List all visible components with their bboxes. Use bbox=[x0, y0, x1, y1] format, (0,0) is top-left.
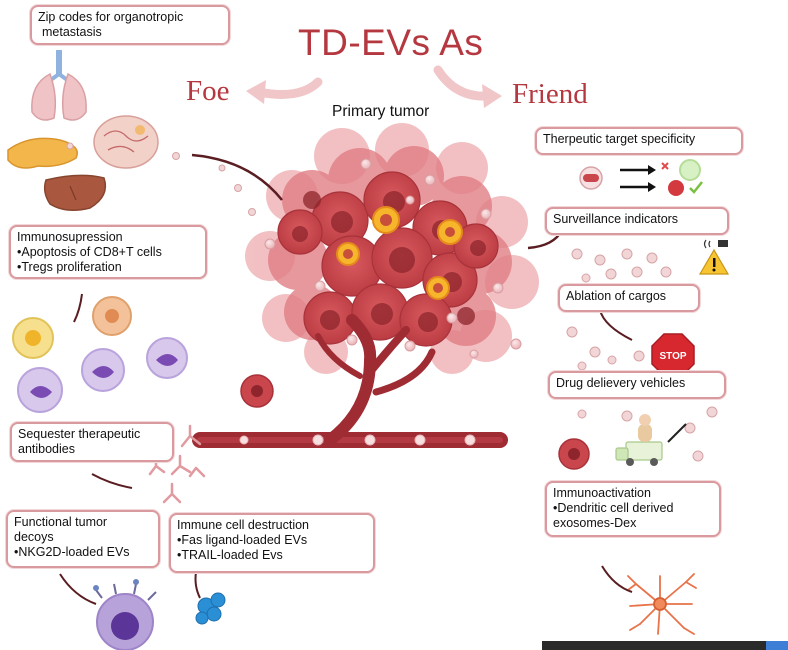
box-line: decoys bbox=[14, 530, 54, 544]
zip-codes-box: Zip codes for organotropic metastasis bbox=[30, 5, 230, 45]
warning-icon bbox=[698, 239, 730, 275]
liver-icon bbox=[43, 174, 107, 211]
bottom-bar bbox=[542, 641, 788, 650]
immune-cell-icon bbox=[12, 296, 188, 413]
box-line: Ablation of cargos bbox=[566, 289, 667, 303]
immune-cell-destruction-box: Immune cell destruction •Fas ligand-load… bbox=[169, 513, 375, 573]
box-line: Drug delievery vehicles bbox=[556, 376, 686, 390]
box-line: •Apoptosis of CD8+T cells bbox=[17, 245, 162, 259]
box-line: antibodies bbox=[18, 442, 75, 456]
box-line: Surveillance indicators bbox=[553, 212, 679, 226]
box-line: metastasis bbox=[42, 25, 102, 39]
tumor-decoys-box: Functional tumor decoys •NKG2D-loaded EV… bbox=[6, 510, 160, 568]
immunosupression-box: Immunosupression •Apoptosis of CD8+T cel… bbox=[9, 225, 207, 279]
foe-arrowhead bbox=[246, 80, 266, 104]
box-line: Functional tumor bbox=[14, 515, 108, 529]
immunoactivation-box: Immunoactivation •Dendritic cell derived… bbox=[545, 481, 721, 537]
lungs-icon bbox=[31, 50, 87, 121]
friend-arrow bbox=[433, 65, 493, 101]
target-specificity-icon bbox=[579, 159, 703, 196]
immune-cell-destruction-icon bbox=[195, 592, 226, 625]
foe-arrow bbox=[253, 77, 323, 99]
friend-arrowhead bbox=[482, 84, 502, 108]
box-line: •Tregs proliferation bbox=[17, 260, 122, 274]
stop-sign-text: STOP bbox=[659, 351, 686, 362]
box-line: Immunoactivation bbox=[553, 486, 651, 500]
box-line: Immunosupression bbox=[17, 230, 123, 244]
pancreas-icon bbox=[7, 137, 78, 169]
friend-label: Friend bbox=[512, 78, 588, 110]
sequester-antibodies-box: Sequester therapeutic antibodies bbox=[10, 422, 174, 462]
box-line: Immune cell destruction bbox=[177, 518, 310, 532]
ablation-cargos-box: Ablation of cargos bbox=[558, 284, 700, 312]
box-line: •NKG2D-loaded EVs bbox=[14, 545, 130, 559]
foe-label: Foe bbox=[186, 75, 230, 107]
page-title: TD-EVs As bbox=[298, 22, 484, 63]
box-line: Therpeutic target specificity bbox=[543, 132, 696, 146]
box-line: •Dendritic cell derived bbox=[553, 501, 674, 515]
box-line: exosomes-Dex bbox=[553, 516, 637, 530]
tumor-cell bbox=[558, 438, 590, 470]
ambulance-icon bbox=[615, 414, 687, 466]
brain-icon bbox=[93, 115, 180, 169]
primary-tumor-label: Primary tumor bbox=[332, 103, 430, 120]
stop-sign-icon: STOP bbox=[651, 333, 695, 377]
drug-delivery-box: Drug delievery vehicles bbox=[548, 371, 726, 399]
antibody-icon bbox=[148, 424, 206, 504]
target-specificity-box: Therpeutic target specificity bbox=[535, 127, 743, 155]
dendritic-cell-icon bbox=[627, 573, 697, 635]
box-line: Zip codes for organotropic bbox=[38, 10, 184, 24]
box-line: Sequester therapeutic bbox=[18, 427, 141, 441]
bottom-bar-accent bbox=[766, 641, 788, 650]
box-line: •TRAIL-loaded Evs bbox=[177, 548, 283, 562]
blood-vessel bbox=[192, 314, 508, 448]
tumor-decoy-icon bbox=[93, 579, 157, 650]
box-line: •Fas ligand-loaded EVs bbox=[177, 533, 308, 547]
surveillance-indicators-box: Surveillance indicators bbox=[545, 207, 729, 235]
